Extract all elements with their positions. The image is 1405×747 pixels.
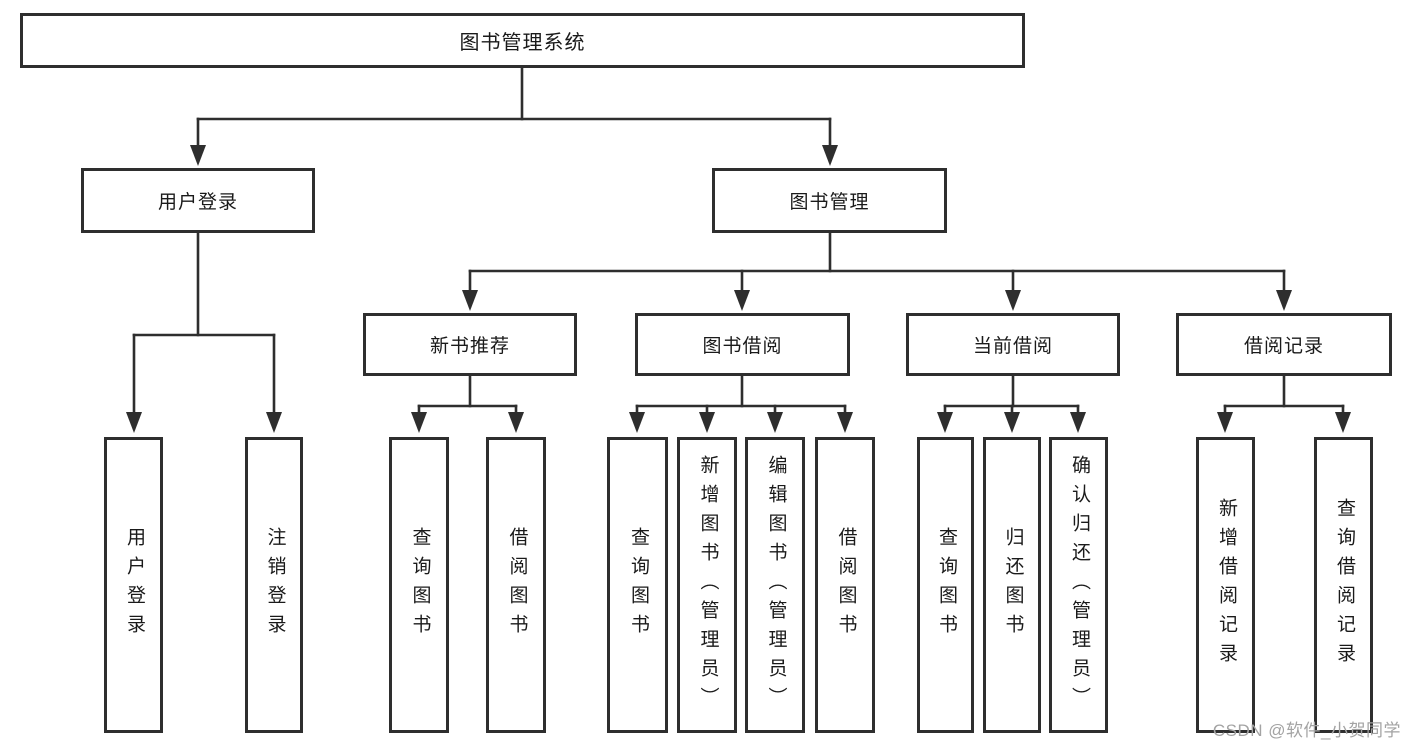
- arrowhead-icon: [1276, 290, 1292, 311]
- arrowhead-icon: [822, 145, 838, 166]
- arrowhead-icon: [767, 412, 783, 433]
- arrowhead-icon: [937, 412, 953, 433]
- arrowhead-icon: [1070, 412, 1086, 433]
- arrowhead-icon: [734, 290, 750, 311]
- leaf-user-login-label: 用户登录: [123, 527, 145, 643]
- leaf-add-borrow-record: 新增借阅记录: [1196, 437, 1255, 733]
- node-root: 图书管理系统: [20, 13, 1025, 68]
- node-book-borrow: 图书借阅: [635, 313, 850, 376]
- node-user-login-label: 用户登录: [157, 192, 238, 213]
- connector-root: [190, 66, 838, 166]
- leaf-return-book: 归还图书: [983, 437, 1041, 733]
- arrowhead-icon: [508, 412, 524, 433]
- csdn-watermark: CSDN @软件_小贺同学: [1212, 721, 1401, 740]
- arrowhead-icon: [1217, 412, 1233, 433]
- leaf-query-book-recommend: 查询图书: [389, 437, 449, 733]
- leaf-user-login: 用户登录: [104, 437, 163, 733]
- connector-borrow-record: [1217, 374, 1351, 433]
- node-book-management-label: 图书管理: [789, 192, 870, 213]
- leaf-query-book-recommend-label: 查询图书: [409, 527, 431, 643]
- node-book-management: 图书管理: [712, 168, 947, 233]
- leaf-query-borrow-record: 查询借阅记录: [1314, 437, 1373, 733]
- leaf-query-book-borrow-label: 查询图书: [627, 527, 649, 643]
- leaf-logout: 注销登录: [245, 437, 303, 733]
- leaf-query-borrow-record-label: 查询借阅记录: [1333, 498, 1355, 672]
- connector-book-borrow: [629, 374, 853, 433]
- leaf-edit-book-admin-label: 编辑图书（管理员）: [765, 454, 787, 716]
- leaf-add-borrow-record-label: 新增借阅记录: [1215, 498, 1237, 672]
- arrowhead-icon: [1335, 412, 1351, 433]
- node-borrow-record: 借阅记录: [1176, 313, 1392, 376]
- leaf-edit-book-admin: 编辑图书（管理员）: [745, 437, 805, 733]
- arrowhead-icon: [411, 412, 427, 433]
- node-user-login: 用户登录: [81, 168, 315, 233]
- arrowhead-icon: [126, 412, 142, 433]
- connector-new-book-recommend: [411, 374, 524, 433]
- arrowhead-icon: [699, 412, 715, 433]
- node-new-book-recommend: 新书推荐: [363, 313, 577, 376]
- leaf-return-book-label: 归还图书: [1002, 527, 1024, 643]
- leaf-query-book-current: 查询图书: [917, 437, 974, 733]
- connector-user-login: [126, 231, 282, 433]
- leaf-confirm-return-admin: 确认归还（管理员）: [1049, 437, 1108, 733]
- node-current-borrow: 当前借阅: [906, 313, 1120, 376]
- arrowhead-icon: [1004, 412, 1020, 433]
- connector-current-borrow: [937, 374, 1086, 433]
- arrowhead-icon: [837, 412, 853, 433]
- leaf-borrow-book: 借阅图书: [815, 437, 875, 733]
- arrowhead-icon: [629, 412, 645, 433]
- leaf-borrow-book-recommend: 借阅图书: [486, 437, 546, 733]
- leaf-query-book-current-label: 查询图书: [935, 527, 957, 643]
- node-root-label: 图书管理系统: [459, 32, 586, 54]
- leaf-add-book-admin: 新增图书（管理员）: [677, 437, 737, 733]
- node-borrow-record-label: 借阅记录: [1243, 336, 1324, 357]
- node-book-borrow-label: 图书借阅: [702, 336, 783, 357]
- leaf-borrow-book-label: 借阅图书: [835, 527, 857, 643]
- arrowhead-icon: [266, 412, 282, 433]
- leaf-borrow-book-recommend-label: 借阅图书: [506, 527, 528, 643]
- arrowhead-icon: [1005, 290, 1021, 311]
- leaf-query-book-borrow: 查询图书: [607, 437, 668, 733]
- leaf-logout-label: 注销登录: [264, 527, 286, 643]
- leaf-confirm-return-admin-label: 确认归还（管理员）: [1068, 454, 1090, 716]
- connector-book-management: [462, 231, 1292, 311]
- arrowhead-icon: [190, 145, 206, 166]
- arrowhead-icon: [462, 290, 478, 311]
- node-current-borrow-label: 当前借阅: [972, 336, 1053, 357]
- leaf-add-book-admin-label: 新增图书（管理员）: [697, 454, 719, 716]
- node-new-book-recommend-label: 新书推荐: [429, 336, 510, 357]
